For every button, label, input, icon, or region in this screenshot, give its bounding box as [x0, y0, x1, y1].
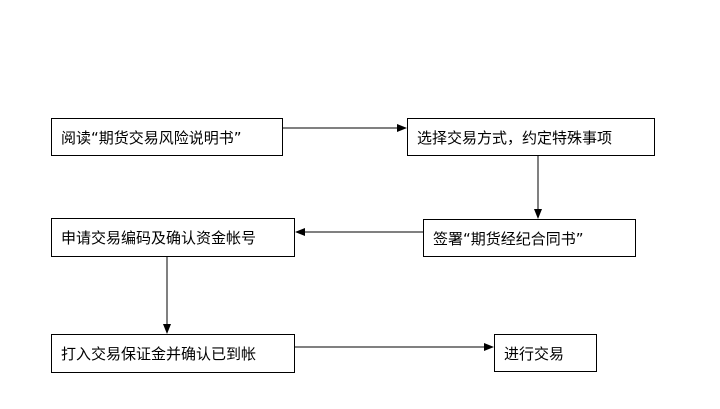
- step-deposit-margin: 打入交易保证金并确认已到帐: [51, 334, 295, 373]
- step-read-risk-disclosure: 阅读“期货交易风险说明书”: [51, 118, 283, 156]
- step-apply-trading-code: 申请交易编码及确认资金帐号: [51, 218, 295, 257]
- step-choose-trading-method: 选择交易方式，约定特殊事项: [407, 118, 655, 156]
- step-sign-brokerage-contract: 签署“期货经纪合同书”: [423, 219, 636, 257]
- step-start-trading: 进行交易: [494, 334, 597, 372]
